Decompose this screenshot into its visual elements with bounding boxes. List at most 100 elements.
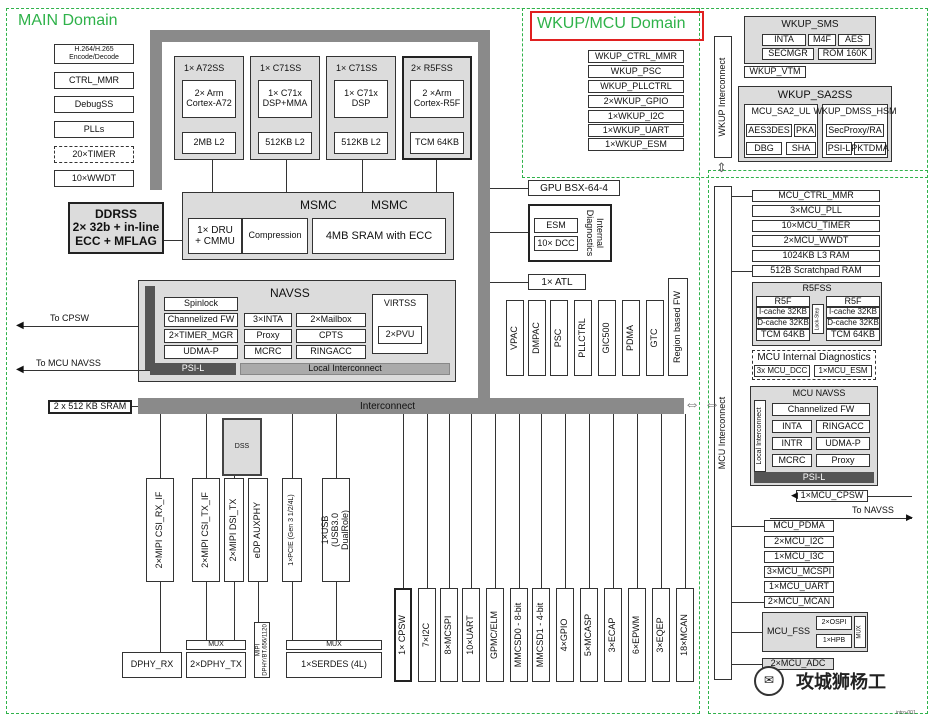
mcu-navss-ringacc: RINGACC (816, 420, 870, 433)
edp-auxphy-block: eDP AUXPHY (248, 478, 268, 582)
navss-spinlock: Spinlock (164, 297, 238, 311)
mcasp-block: 5×MCASP (580, 588, 598, 682)
main-domain-region (6, 8, 700, 714)
mcu-navss-intr: INTR (772, 437, 812, 450)
mcu-diag-title: MCU Internal Diagnostics (757, 352, 871, 363)
mcu-i3c: 1×MCU_I3C (764, 551, 834, 563)
wkup-sa2ss-title: WKUP_SA2SS (777, 89, 853, 101)
pllctrl-block: PLLCTRL (574, 300, 592, 376)
wkup-psc: WKUP_PSC (588, 65, 684, 78)
a72-l2: 2MB L2 (182, 132, 236, 154)
wkup-interconnect: WKUP Interconnect (714, 36, 732, 158)
mcu-adc: 2×MCU_ADC (762, 658, 834, 670)
mcu-fss-block: MCU_FSS (762, 612, 868, 652)
mcu-r5f-1-icache: I-cache 32KB (826, 307, 880, 318)
esm-block: ESM (534, 218, 578, 233)
navss-psil: PSI-L (150, 363, 236, 375)
navss-proxy: Proxy (244, 329, 292, 343)
gpmc-block: GPMC/ELM (486, 588, 504, 682)
cluster-bus-left (150, 30, 162, 190)
r5fss-main-title: 2× R5FSS (411, 63, 453, 73)
mcu-l3-ram: 1024KB L3 RAM (752, 250, 880, 262)
wkup-domain-title (530, 11, 704, 41)
dsi-tx-block: 2×MIPI DSI_TX (224, 478, 244, 582)
mcu-navss-local-ic: Local Interconnect (754, 400, 766, 472)
a72-core: 2× Arm Cortex-A72 (182, 80, 236, 118)
mcu-domain-region (708, 170, 928, 714)
to-cpsw-label: To CPSW (50, 313, 90, 323)
dru-cmmu-block: 1× DRU + CMMU (188, 218, 242, 254)
navss-udma-p: UDMA-P (164, 345, 238, 359)
i2c-block: 7×I2C (418, 588, 436, 682)
sram-block: 2 x 512 KB SRAM (48, 400, 132, 414)
csi-rx-block: 2×MIPI CSI_RX_IF (146, 478, 174, 582)
to-mcu-navss-arrow (20, 370, 150, 371)
pvu-block: 2×PVU (378, 326, 422, 344)
plls-block: PLLs (54, 121, 134, 138)
mcu-r5f-1-tcm: TCM 64KB (826, 329, 880, 341)
mcu-mcan: 2×MCU_MCAN (764, 596, 834, 608)
msmc-title: MSMC (300, 198, 337, 212)
dmss-hsm-title: WKUP_DMSS_HSM (813, 106, 897, 116)
mcan-block: 18×MCAN (676, 588, 694, 682)
mmcsd0-block: MMCSD0 - 8-bit (510, 588, 528, 682)
mcu-scratchpad: 512B Scratchpad RAM (752, 265, 880, 277)
mcu-i2c: 2×MCU_I2C (764, 536, 834, 548)
psc-block: PSC (550, 300, 568, 376)
wkup-uart: 1×WKUP_UART (588, 124, 684, 137)
compression-block: Compression (242, 218, 308, 254)
mcu-r5f-1: R5F (826, 296, 880, 307)
c71-mma-l2: 512KB L2 (258, 132, 312, 154)
mux-block-2: MUX (286, 640, 382, 650)
main-interconnect-label: Interconnect (360, 401, 416, 412)
mcu-sa2-ul-title: MCU_SA2_UL (751, 106, 811, 116)
navss-title: NAVSS (270, 286, 310, 300)
virtss-block: VIRTSS (372, 294, 428, 354)
navss-mcrc: MCRC (244, 345, 292, 359)
mcu-pll: 3×MCU_PLL (752, 205, 880, 217)
mcu-pdma: MCU_PDMA (764, 520, 834, 532)
r5f-main-tcm: TCM 64KB (410, 132, 464, 154)
mcu-lockstep: Lock-Step (812, 304, 824, 334)
watermark: 攻城狮杨工 (796, 672, 886, 692)
wkup-vtm: WKUP_VTM (744, 66, 806, 78)
msmc-sram-block: 4MB SRAM with ECC (312, 218, 446, 254)
mcu-uart: 1×MCU_UART (764, 581, 834, 593)
dphy-tx-block: 2×DPHY_TX (186, 652, 246, 678)
epwm-block: 6×EPWM (628, 588, 646, 682)
r5f-main-core: 2 ×Arm Cortex-R5F (410, 80, 464, 118)
mux-block-1: MUX (186, 640, 246, 650)
ctrl-mmr-block: CTRL_MMR (54, 72, 134, 89)
c71ss-title: 1× C71SS (336, 63, 378, 73)
main-domain-title: MAIN Domain (18, 12, 118, 29)
mcu-interconnect: MCU Interconnect (714, 186, 732, 680)
ddrss-block: DDRSS 2× 32b + in-line ECC + MFLAG (68, 202, 164, 254)
wkup-domain-region (522, 8, 928, 178)
wechat-icon: ✉ (754, 666, 784, 696)
serdes-block: 1×SERDES (4L) (286, 652, 382, 678)
mmcsd1-block: MMCSD1 - 4-bit (532, 588, 550, 682)
mipi-dphy-block: MIPI DPHY/BT.656/1120 (254, 622, 270, 678)
mcu-r5f-0-tcm: TCM 64KB (756, 329, 810, 341)
mcu-navss-psil: PSI-L (754, 472, 874, 483)
navss-inta: 3×INTA (244, 313, 292, 327)
internal-diag-text: Internal Diagnostics (585, 209, 605, 257)
uart-block: 10×UART (462, 588, 480, 682)
wkup-sms-title: WKUP_SMS (781, 19, 839, 30)
timer-block: 20×TIMER (54, 146, 134, 163)
sms-secmgr: SECMGR (762, 48, 814, 60)
c71-mma-core: 1× C71x DSP+MMA (258, 80, 312, 118)
eqep-block: 3×EQEP (652, 588, 670, 682)
mcu-r5f-0: R5F (756, 296, 810, 307)
mcu-r5f-0-dcache: D-cache 32KB (756, 318, 810, 329)
c71-l2: 512KB L2 (334, 132, 388, 154)
mcu-navss-inta: INTA (772, 420, 812, 433)
atl-block: 1× ATL (528, 274, 586, 290)
navss-cpts: CPTS (296, 329, 366, 343)
sa2-secproxy: SecProxy/RA (826, 124, 884, 137)
c71-core: 1× C71x DSP (334, 80, 388, 118)
mcu-r5fss-title: R5FSS (802, 283, 832, 293)
gpio-block: 4×GPIO (556, 588, 574, 682)
navss-ringacc: RINGACC (296, 345, 366, 359)
to-mcu-navss-label: To MCU NAVSS (36, 358, 101, 368)
